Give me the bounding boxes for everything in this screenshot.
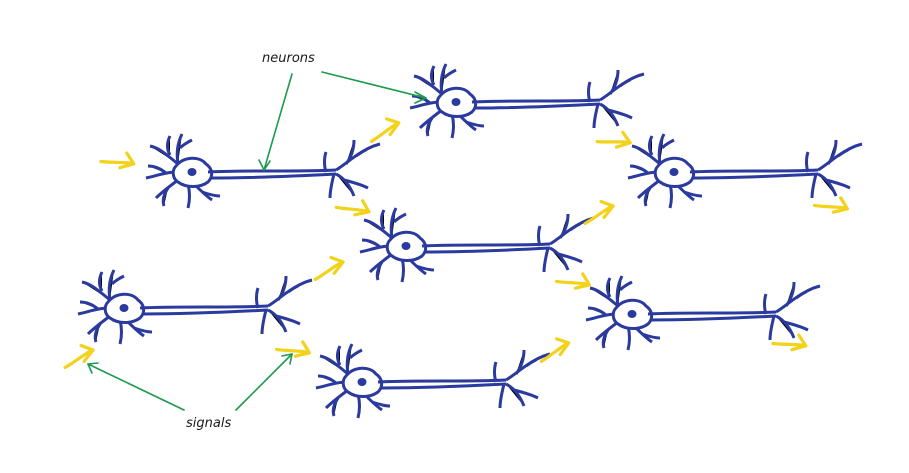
neuron-7	[314, 342, 552, 420]
signal-arrow	[595, 124, 635, 153]
signal-arrow	[308, 252, 348, 282]
neuron-4	[358, 206, 596, 284]
signal-arrow	[364, 113, 404, 143]
signal-arrow	[99, 144, 138, 173]
neuron-3	[626, 132, 864, 210]
signal-arrow	[812, 188, 852, 218]
label-signals: signals	[186, 416, 231, 431]
label-neurons: neurons	[262, 51, 315, 66]
neuron-1	[144, 132, 382, 210]
signal-arrow	[334, 190, 374, 221]
pointer-neurons-to-neuron-2	[321, 71, 427, 104]
signal-arrow	[554, 264, 594, 294]
pointer-neurons-to-neuron-1	[258, 73, 293, 171]
pointer-signals-to-arrow-left	[87, 362, 185, 411]
neuron-5	[76, 268, 314, 346]
neuron-6	[584, 274, 822, 352]
neuron-2	[408, 62, 646, 140]
pointer-signals-to-arrow-middle	[235, 353, 293, 411]
